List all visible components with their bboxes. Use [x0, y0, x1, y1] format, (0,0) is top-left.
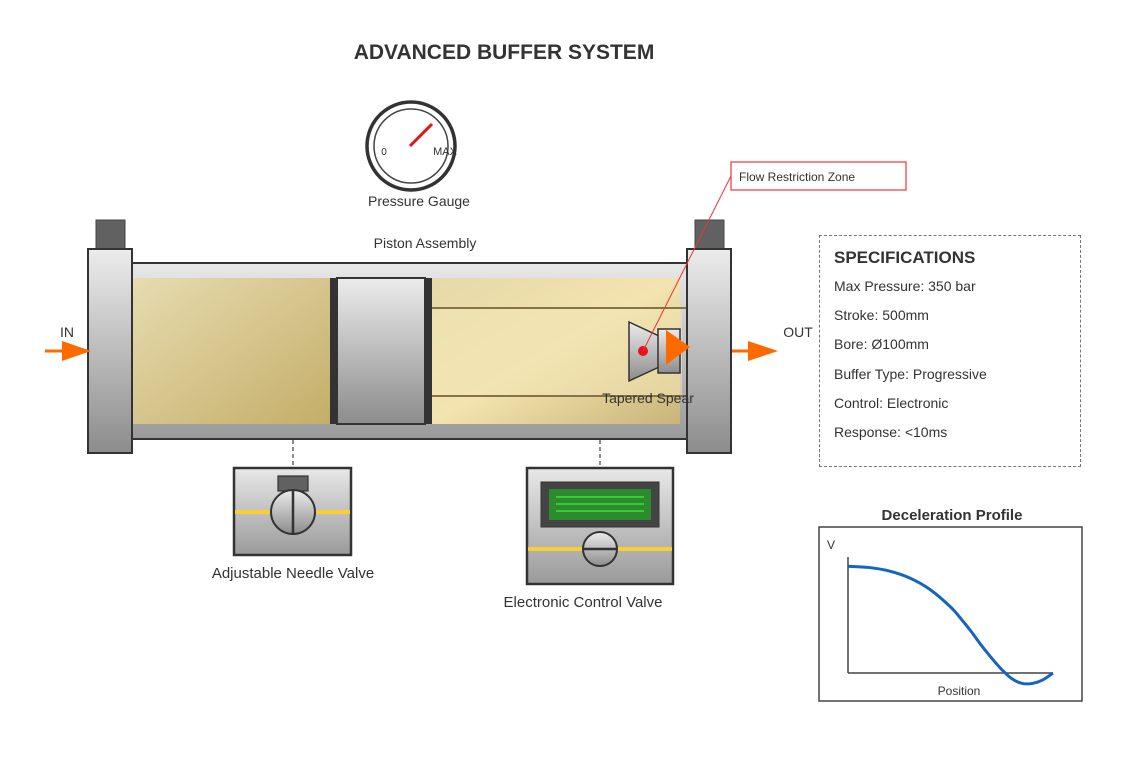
spec-stroke: Stroke: 500mm	[834, 307, 929, 324]
electronic-control-valve[interactable]: Electronic Control Valve	[504, 466, 675, 611]
spec-control: Control: Electronic	[834, 394, 949, 411]
outlet: OUT	[732, 324, 813, 361]
chart-frame	[818, 526, 1083, 702]
outlet-label: OUT	[783, 324, 813, 340]
tapered-spear: Tapered Spear	[602, 320, 694, 406]
page-title: ADVANCED BUFFER SYSTEM	[354, 41, 655, 64]
piston-assembly-label: Piston Assembly	[374, 235, 477, 251]
gauge-max-label: MAX	[433, 146, 458, 158]
spec-bore: Bore: Ø100mm	[834, 336, 929, 353]
specifications-panel: SPECIFICATIONS Max Pressure: 350 bar Str…	[819, 235, 1081, 467]
needle-valve-label: Adjustable Needle Valve	[212, 565, 374, 582]
deceleration-profile-chart: Deceleration Profile V Position	[818, 507, 1083, 702]
gauge-label: Pressure Gauge	[368, 193, 470, 209]
adjustable-needle-valve[interactable]: Adjustable Needle Valve	[212, 466, 374, 582]
outlet-arrow-icon	[748, 341, 778, 361]
gauge-needle	[408, 122, 434, 148]
end-cap-left	[87, 219, 133, 454]
inlet-arrow-icon	[62, 341, 91, 361]
electronic-valve-label: Electronic Control Valve	[504, 594, 663, 611]
flow-restriction-callout: Flow Restriction Zone	[642, 161, 907, 352]
spec-max-pressure: Max Pressure: 350 bar	[834, 278, 976, 294]
velocity-series-line	[847, 564, 1054, 686]
flow-arrow-icon	[666, 330, 690, 365]
pressure-gauge: 0 MAX Pressure Gauge	[365, 100, 470, 209]
piston-head	[330, 277, 432, 425]
gauge-min-label: 0	[381, 147, 387, 158]
fluid-chamber-left	[132, 278, 332, 424]
callout-leader-line	[642, 175, 732, 352]
inlet: IN	[45, 324, 91, 361]
spec-buffer-type: Buffer Type: Progressive	[834, 365, 987, 382]
chart-title: Deceleration Profile	[882, 507, 1023, 524]
end-cap-right	[686, 219, 732, 454]
valve-cap	[277, 475, 309, 492]
specifications-title: SPECIFICATIONS	[834, 248, 976, 267]
spec-response: Response: <10ms	[834, 423, 948, 440]
inlet-label: IN	[60, 324, 74, 340]
cylinder-barrel	[131, 262, 689, 440]
y-axis-label: V	[827, 538, 835, 552]
tapered-spear-label: Tapered Spear	[602, 390, 694, 406]
callout-label: Flow Restriction Zone	[739, 170, 855, 184]
x-axis-label: Position	[938, 684, 981, 698]
